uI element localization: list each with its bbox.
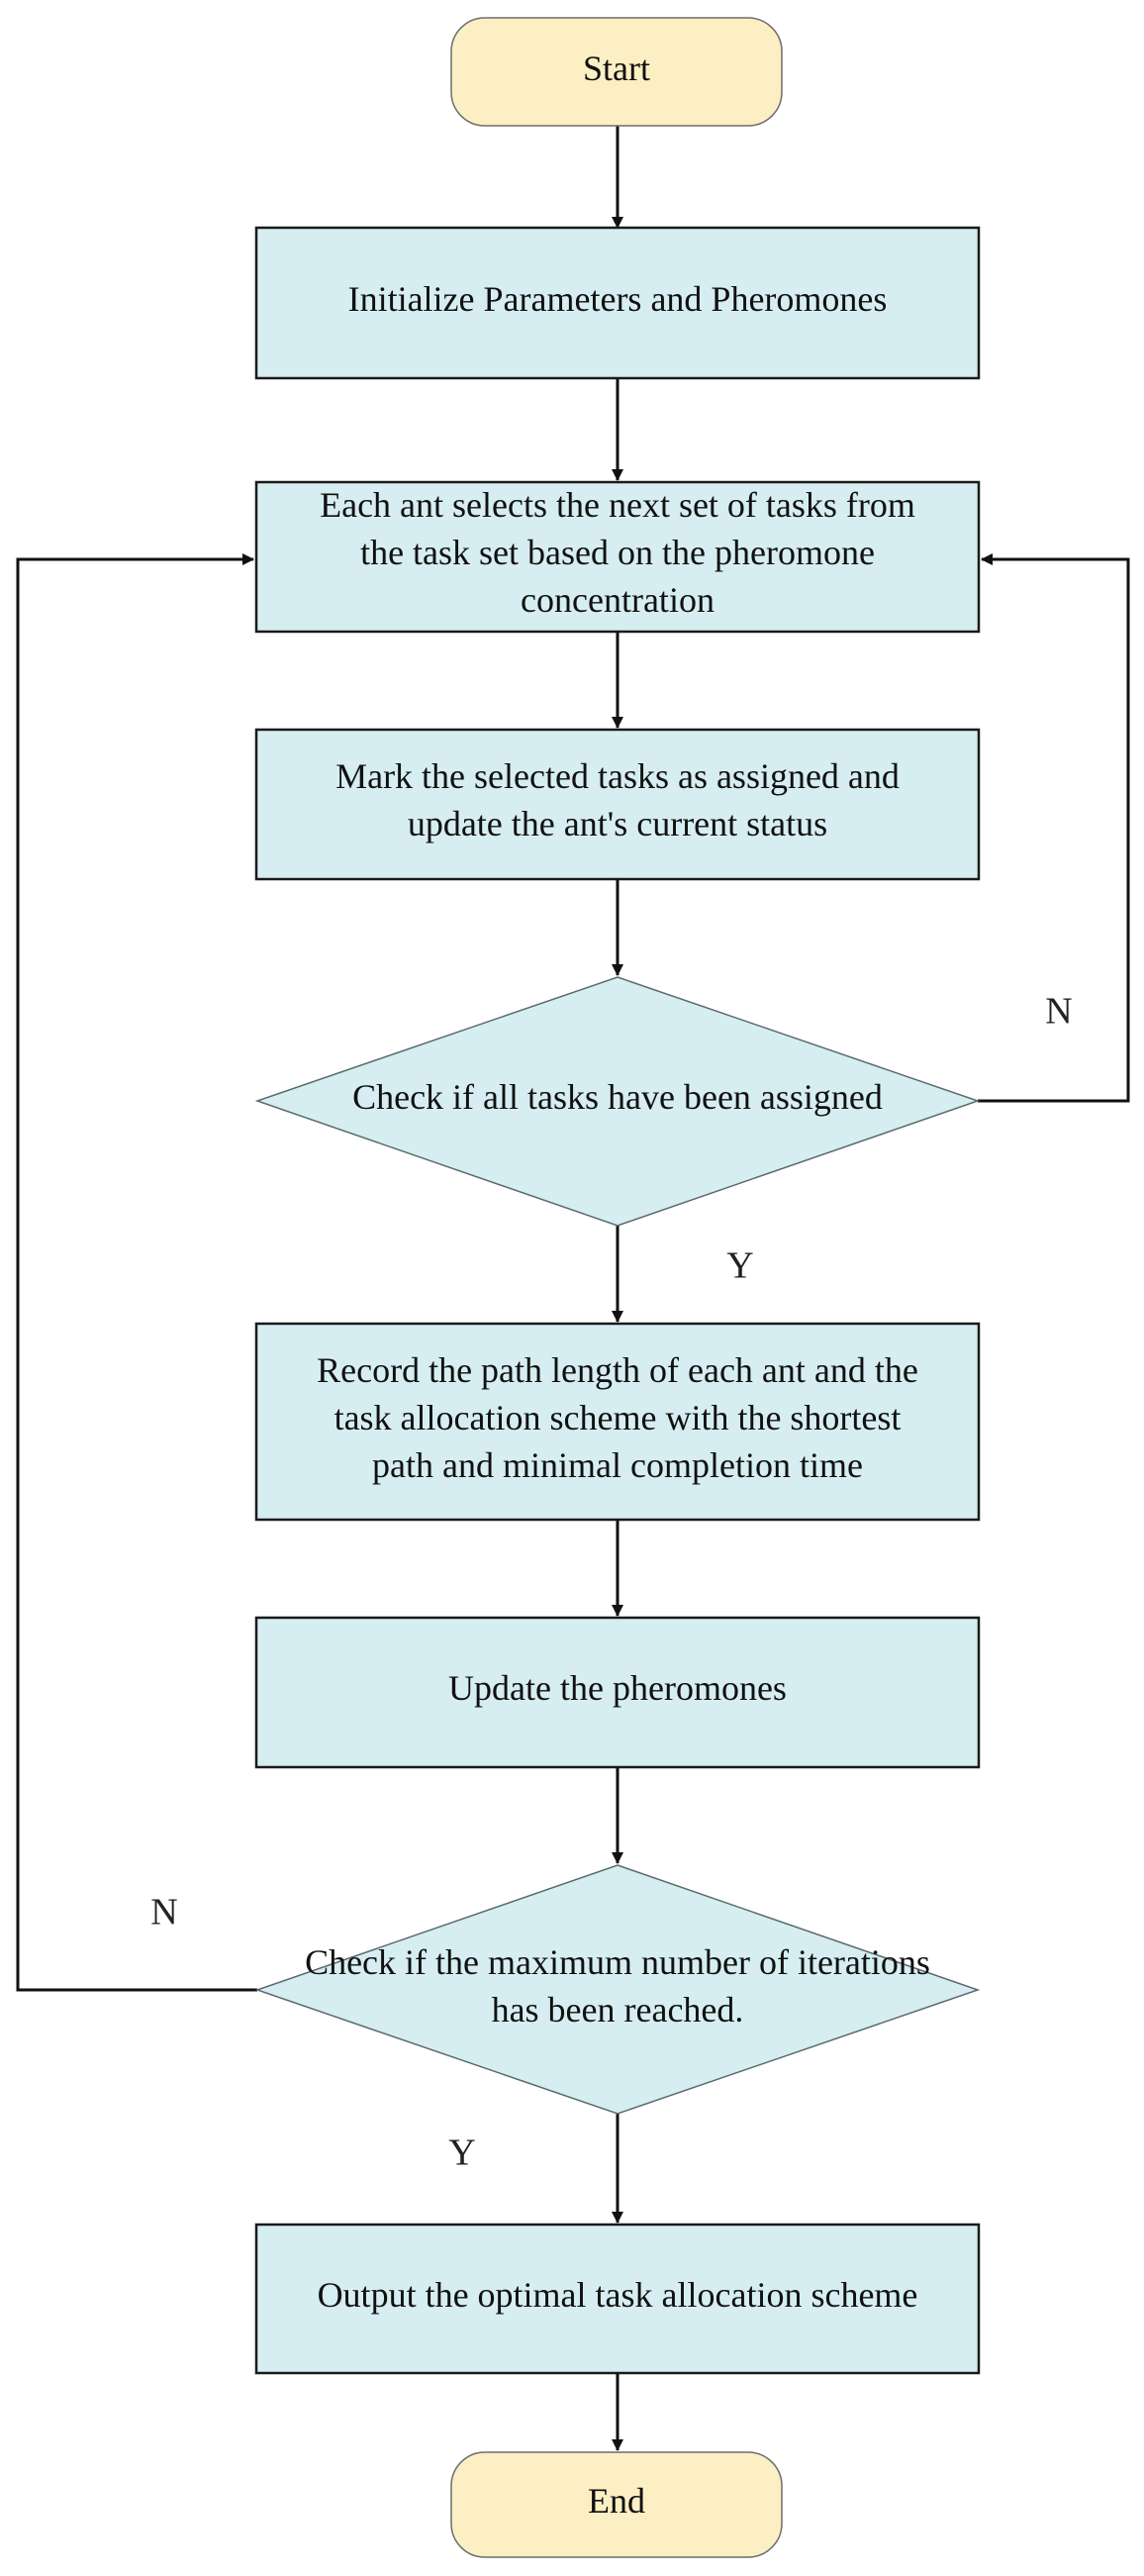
check-iterations-no-label: N [150, 1892, 177, 1933]
check-iterations-node: Check if the maximum number of iteration… [254, 1864, 981, 2115]
initialize-shape [254, 226, 981, 380]
mark-tasks-label: Mark the selected tasks as assigned and u… [335, 756, 900, 843]
update-pheromones-node: Update the pheromones [254, 1616, 981, 1769]
node-text-line: Update the pheromones [448, 1668, 787, 1708]
node-text-line: the task set based on the pheromone [360, 533, 875, 572]
check-tasks-shape [254, 976, 981, 1227]
node-text-line: Record the path length of each ant and t… [317, 1350, 918, 1390]
update-pheromones-label: Update the pheromones [448, 1668, 787, 1708]
edge-check-tasks-no-loop [978, 553, 1130, 1103]
end-label: End [588, 2481, 645, 2521]
check-iterations-shape [254, 1864, 981, 2115]
start-shape [450, 17, 783, 127]
node-text-line: Output the optimal task allocation schem… [318, 2275, 918, 2315]
node-text-line: path and minimal completion time [372, 1445, 863, 1485]
select-tasks-node: Each ant selects the next set of tasks f… [254, 480, 981, 634]
node-text-line: update the ant's current status [408, 804, 827, 843]
end-shape [450, 2451, 783, 2558]
start-node: Start [450, 17, 783, 127]
record-label: Record the path length of each ant and t… [317, 1350, 918, 1485]
check-tasks-no-label: N [1045, 991, 1072, 1033]
check-iterations-yes-label: Y [448, 2132, 475, 2174]
node-text-line: Check if the maximum number of iteration… [305, 1942, 930, 1982]
output-label: Output the optimal task allocation schem… [318, 2275, 918, 2315]
node-text-line: Initialize Parameters and Pheromones [348, 279, 888, 319]
node-text-line: Check if all tasks have been assigned [352, 1077, 883, 1117]
select-tasks-label: Each ant selects the next set of tasks f… [320, 485, 915, 620]
check-iterations-label: Check if the maximum number of iteration… [305, 1942, 930, 2030]
edges [16, 126, 1130, 2451]
record-shape [254, 1322, 981, 1522]
edge-check-iter-no-loop [16, 553, 257, 1992]
node-text-line: Mark the selected tasks as assigned and [335, 756, 900, 796]
initialize-label: Initialize Parameters and Pheromones [348, 279, 888, 319]
mark-tasks-shape [254, 728, 981, 881]
mark-tasks-node: Mark the selected tasks as assigned and u… [254, 728, 981, 881]
select-tasks-shape [254, 480, 981, 634]
start-label: Start [583, 49, 650, 88]
node-text-line: Each ant selects the next set of tasks f… [320, 485, 915, 525]
check-tasks-label: Check if all tasks have been assigned [352, 1077, 883, 1117]
node-text-line: End [588, 2481, 645, 2521]
node-text-line: task allocation scheme with the shortest [334, 1398, 902, 1437]
check-tasks-node: Check if all tasks have been assigned [254, 976, 981, 1227]
record-node: Record the path length of each ant and t… [254, 1322, 981, 1522]
node-text-line: has been reached. [492, 1990, 744, 2030]
update-pheromones-shape [254, 1616, 981, 1769]
end-node: End [450, 2451, 783, 2558]
node-text-line: Start [583, 49, 650, 88]
initialize-node: Initialize Parameters and Pheromones [254, 226, 981, 380]
node-text-line: concentration [521, 580, 715, 620]
check-tasks-yes-label: Y [726, 1245, 753, 1287]
output-node: Output the optimal task allocation schem… [254, 2223, 981, 2375]
output-shape [254, 2223, 981, 2375]
